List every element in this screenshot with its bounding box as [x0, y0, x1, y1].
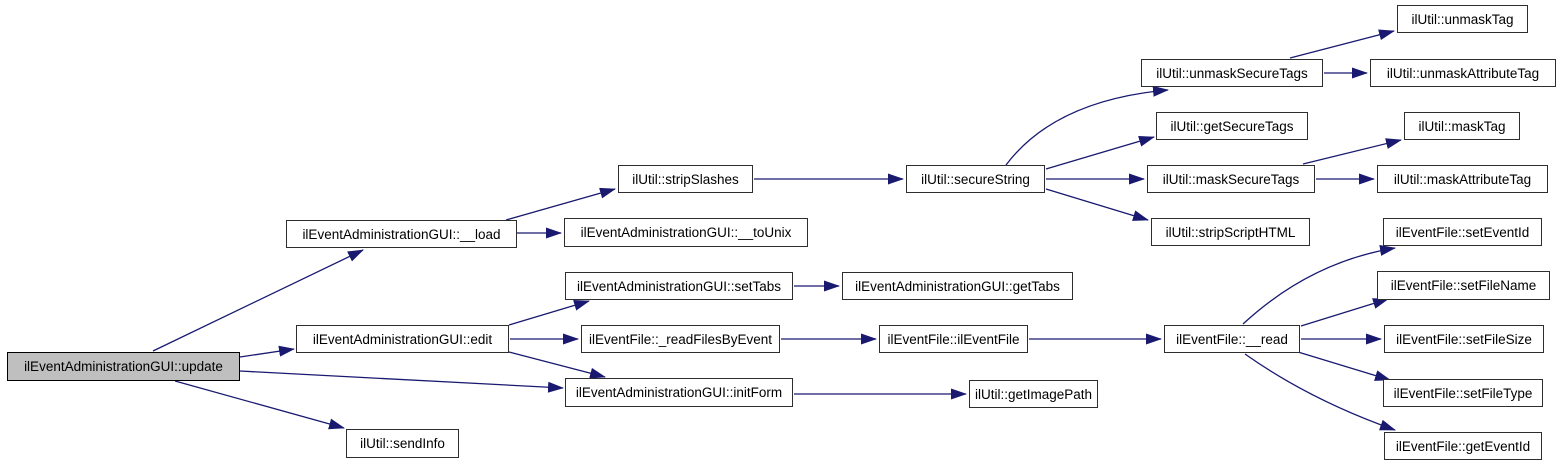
node-update[interactable]: ilEventAdministrationGUI::update — [7, 352, 240, 381]
node-setFileSize[interactable]: ilEventFile::setFileSize — [1384, 325, 1544, 353]
node-maskSecureTags[interactable]: ilUtil::maskSecureTags — [1147, 165, 1315, 193]
node-setTabs[interactable]: ilEventAdministrationGUI::setTabs — [565, 272, 793, 300]
node-stripSlashes[interactable]: ilUtil::stripSlashes — [618, 165, 753, 193]
edge-maskSecureTags-to-maskTag — [1302, 138, 1402, 165]
node-stripScriptHTML[interactable]: ilUtil::stripScriptHTML — [1151, 218, 1310, 246]
node-load[interactable]: ilEventAdministrationGUI::__load — [286, 220, 517, 248]
node-maskAttributeTag[interactable]: ilUtil::maskAttributeTag — [1377, 165, 1548, 193]
node-setEventId[interactable]: ilEventFile::setEventId — [1383, 218, 1542, 246]
node-setFileType[interactable]: ilEventFile::setFileType — [1383, 379, 1543, 407]
edge-edit-to-setTabs — [508, 300, 590, 326]
node-edit[interactable]: ilEventAdministrationGUI::edit — [296, 325, 509, 353]
edge-load-to-stripSlashes — [505, 187, 616, 221]
edge-read-to-setFileType — [1297, 351, 1391, 381]
edge-secureString-to-unmaskSecureTags — [1005, 85, 1169, 166]
edge-read-to-getEventId — [1244, 353, 1396, 431]
edge-unmaskSecureTags-to-unmaskTag — [1289, 29, 1395, 59]
node-setFileName[interactable]: ilEventFile::setFileName — [1377, 271, 1550, 300]
node-read[interactable]: ilEventFile::__read — [1164, 325, 1300, 353]
edge-update-to-edit — [239, 345, 295, 358]
node-getImagePath[interactable]: ilUtil::getImagePath — [969, 380, 1098, 408]
node-getEventId[interactable]: ilEventFile::getEventId — [1384, 432, 1542, 460]
edge-secureString-to-getSecureTags — [1045, 135, 1155, 170]
node-sendInfo[interactable]: ilUtil::sendInfo — [346, 429, 459, 458]
edge-update-to-load — [152, 249, 364, 352]
edge-edit-to-initForm — [508, 351, 606, 379]
edge-read-to-setFileName — [1300, 298, 1389, 327]
node-unmaskTag[interactable]: ilUtil::unmaskTag — [1397, 5, 1528, 33]
node-secureString[interactable]: ilUtil::secureString — [906, 165, 1045, 193]
node-maskTag[interactable]: ilUtil::maskTag — [1404, 112, 1520, 140]
node-getSecureTags[interactable]: ilUtil::getSecureTags — [1156, 112, 1308, 140]
node-getTabs[interactable]: ilEventAdministrationGUI::getTabs — [842, 272, 1073, 300]
node-initForm[interactable]: ilEventAdministrationGUI::initForm — [565, 378, 793, 407]
edge-read-to-setEventId — [1242, 245, 1396, 325]
node-ilEventFile[interactable]: ilEventFile::ilEventFile — [879, 325, 1028, 353]
edge-update-to-sendInfo — [174, 380, 345, 430]
node-unmaskAttributeTag[interactable]: ilUtil::unmaskAttributeTag — [1370, 59, 1556, 87]
node-readFilesByEvent[interactable]: ilEventFile::_readFilesByEvent — [581, 325, 780, 353]
edge-update-to-initForm — [239, 370, 564, 393]
node-unmaskSecureTags[interactable]: ilUtil::unmaskSecureTags — [1141, 59, 1323, 87]
node-toUnix[interactable]: ilEventAdministrationGUI::__toUnix — [564, 218, 808, 247]
edge-secureString-to-stripScriptHTML — [1045, 188, 1149, 221]
